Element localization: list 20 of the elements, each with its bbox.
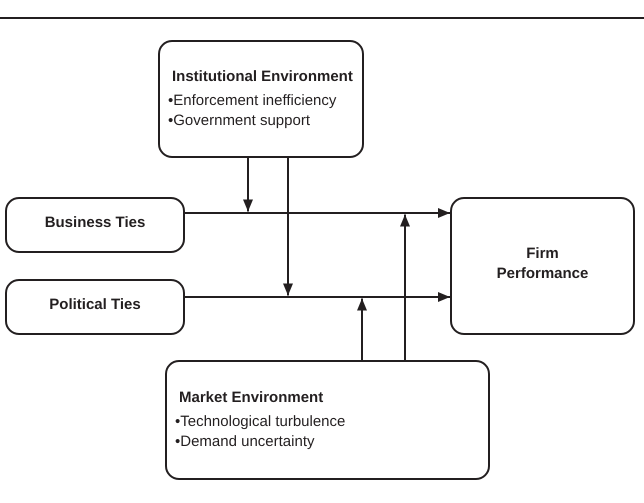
- box-title: Market Environment: [179, 388, 324, 408]
- bullet-item: •Demand uncertainty: [175, 432, 314, 452]
- arrow: [185, 292, 450, 302]
- arrow: [400, 214, 410, 360]
- box-title: Business Ties: [44, 213, 146, 233]
- environment-box: [165, 360, 490, 480]
- construct-box: [5, 197, 185, 253]
- box-title: Firm Performance: [496, 244, 590, 284]
- construct-box: [450, 197, 635, 335]
- arrow: [357, 298, 367, 360]
- bullet-item: •Government support: [168, 111, 310, 131]
- construct-box: [5, 279, 185, 335]
- environment-box: [158, 40, 364, 158]
- bullet-item: •Enforcement inefficiency: [168, 91, 336, 111]
- box-title: Institutional Environment: [172, 67, 353, 87]
- arrow: [185, 208, 450, 218]
- box-title: Political Ties: [49, 295, 141, 315]
- arrow: [243, 158, 253, 212]
- bullet-item: •Technological turbulence: [175, 412, 346, 432]
- arrow: [283, 158, 293, 296]
